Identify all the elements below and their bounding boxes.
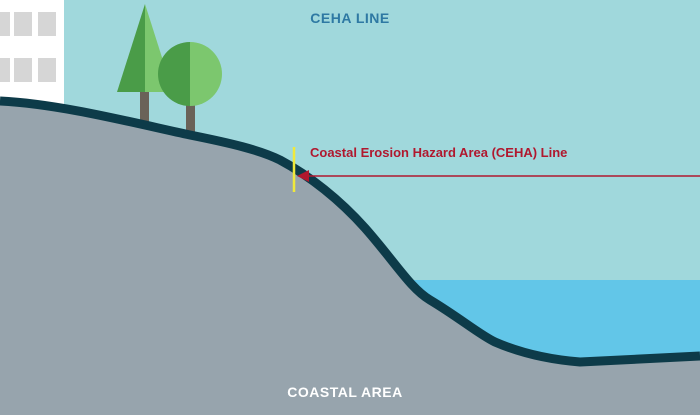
building bbox=[0, 0, 64, 104]
shoreline bbox=[0, 96, 700, 367]
diagram-title: CEHA LINE bbox=[310, 10, 390, 26]
callout-arrow bbox=[297, 170, 700, 182]
ceha-line-label: Coastal Erosion Hazard Area (CEHA) Line bbox=[310, 145, 568, 160]
round-tree bbox=[158, 42, 222, 144]
coastal-area-label: COASTAL AREA bbox=[287, 384, 403, 400]
land bbox=[0, 101, 700, 415]
